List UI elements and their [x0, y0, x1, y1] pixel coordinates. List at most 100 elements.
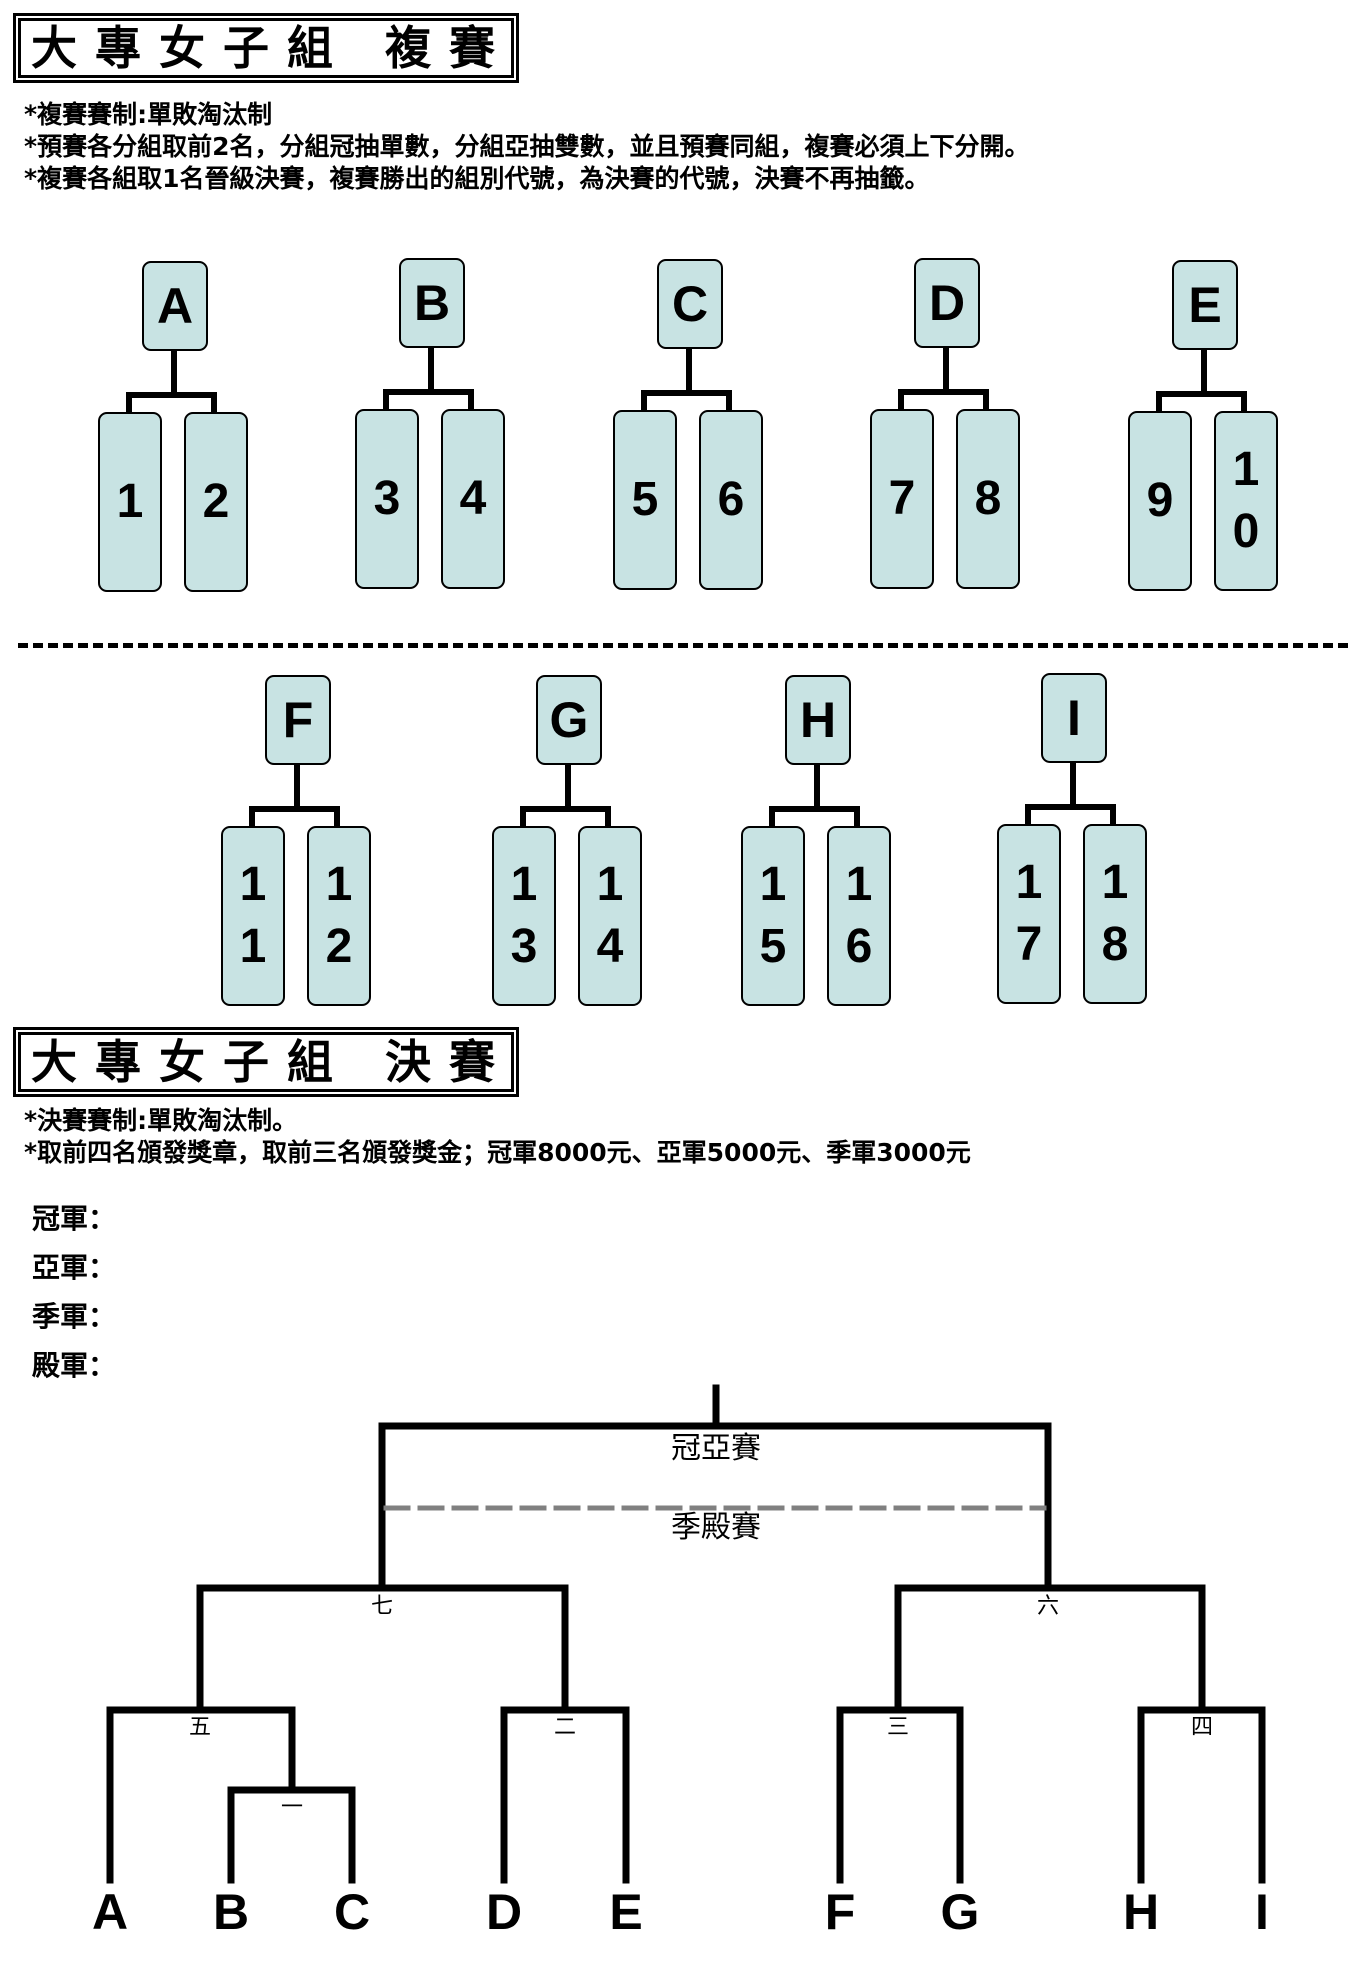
seed-digit: 5: [759, 920, 787, 973]
seed-digit: 1: [1015, 856, 1043, 909]
seed-digit: 1: [759, 858, 787, 911]
group-connector: [428, 346, 434, 395]
leaf-label-g: G: [941, 1884, 980, 1940]
leaf-label-b: B: [213, 1884, 249, 1940]
seed-digit: 4: [596, 920, 624, 973]
medal-fourth: 殿軍：: [32, 1349, 117, 1382]
group-box-i: I: [1041, 673, 1107, 763]
seed-digit: 1: [116, 475, 144, 528]
group-connector: [126, 392, 132, 412]
group-connector: [726, 390, 732, 410]
leaf-label-a: A: [92, 1884, 128, 1940]
leaf-label-f: F: [825, 1884, 856, 1940]
seed-digit: 7: [1015, 918, 1043, 971]
seed-digit: 2: [202, 475, 230, 528]
group-connector: [1070, 761, 1076, 810]
seed-digit: 1: [510, 858, 538, 911]
group-connector: [383, 389, 474, 395]
round-label-6: 六: [1037, 1594, 1059, 1619]
semi-note-3: *複賽各組取1名晉級決賽，複賽勝出的組別代號，為決賽的代號，決賽不再抽籤。: [24, 164, 930, 193]
seed-box-1: 1: [98, 412, 162, 592]
group-connector: [249, 806, 340, 812]
group-box-f: F: [265, 675, 331, 765]
round-label-3: 三: [887, 1715, 909, 1740]
group-connector: [1156, 391, 1247, 397]
group-connector: [211, 392, 217, 412]
group-box-c: C: [657, 259, 723, 349]
round-label-7: 七: [371, 1594, 393, 1619]
group-connector: [334, 806, 340, 826]
group-connector: [898, 389, 904, 409]
group-connector: [1110, 804, 1116, 824]
seed-digit: 1: [239, 858, 267, 911]
group-connector: [854, 806, 860, 826]
seed-digit: 2: [325, 920, 353, 973]
seed-digit: 6: [717, 473, 745, 526]
seed-digit: 1: [325, 858, 353, 911]
group-connector: [294, 763, 300, 812]
semi-note-2: *預賽各分組取前2名，分組冠抽單數，分組亞抽雙數，並且預賽同組，複賽必須上下分開…: [24, 132, 1030, 161]
group-connector: [898, 389, 989, 395]
group-box-d: D: [914, 258, 980, 348]
seed-digit: 4: [459, 472, 487, 525]
seed-digit: 1: [596, 858, 624, 911]
final-title: 大專女子組 決賽: [18, 1032, 514, 1092]
seed-box-8: 8: [956, 409, 1020, 589]
group-connector: [641, 390, 647, 410]
seed-digit: 9: [1146, 474, 1174, 527]
final-note-1: *決賽賽制:單敗淘汰制。: [24, 1106, 298, 1135]
round-label-4: 四: [1191, 1715, 1213, 1740]
group-connector: [249, 806, 255, 826]
group-box-b: B: [399, 258, 465, 348]
group-connector: [769, 806, 860, 812]
section-divider: [18, 643, 1348, 648]
seed-box-5: 5: [613, 410, 677, 590]
seed-box-2: 2: [184, 412, 248, 592]
leaf-label-i: I: [1255, 1884, 1269, 1940]
seed-digit: 3: [510, 920, 538, 973]
leaf-label-h: H: [1123, 1884, 1159, 1940]
seed-digit: 7: [888, 472, 916, 525]
seed-box-4: 4: [441, 409, 505, 589]
group-connector: [171, 349, 177, 398]
seed-digit: 8: [974, 472, 1002, 525]
seed-digit: 1: [845, 858, 873, 911]
group-connector: [520, 806, 611, 812]
group-box-e: E: [1172, 260, 1238, 350]
group-connector: [983, 389, 989, 409]
round-label-2: 二: [554, 1715, 576, 1740]
group-connector: [686, 347, 692, 396]
leaf-label-c: C: [334, 1884, 370, 1940]
group-connector: [1156, 391, 1162, 411]
group-connector: [769, 806, 775, 826]
round-label-5: 五: [189, 1715, 211, 1740]
seed-digit: 6: [845, 920, 873, 973]
final-note-2: *取前四名頒發獎章，取前三名頒發獎金；冠軍8000元、亞軍5000元、季軍300…: [24, 1138, 971, 1167]
group-connector: [1241, 391, 1247, 411]
seed-digit: 1: [1232, 443, 1260, 496]
group-connector: [126, 392, 217, 398]
semi-note-1: *複賽賽制:單敗淘汰制: [24, 100, 273, 129]
group-connector: [383, 389, 389, 409]
group-connector: [814, 763, 820, 812]
seed-digit: 3: [373, 472, 401, 525]
seed-digit: 1: [1101, 856, 1129, 909]
medal-third: 季軍：: [32, 1300, 117, 1333]
seed-digit: 8: [1101, 918, 1129, 971]
seed-digit: 0: [1232, 505, 1260, 558]
seed-box-7: 7: [870, 409, 934, 589]
seed-box-6: 6: [699, 410, 763, 590]
leaf-label-d: D: [486, 1884, 522, 1940]
seed-box-3: 3: [355, 409, 419, 589]
seed-box-9: 9: [1128, 411, 1192, 591]
group-connector: [1025, 804, 1116, 810]
